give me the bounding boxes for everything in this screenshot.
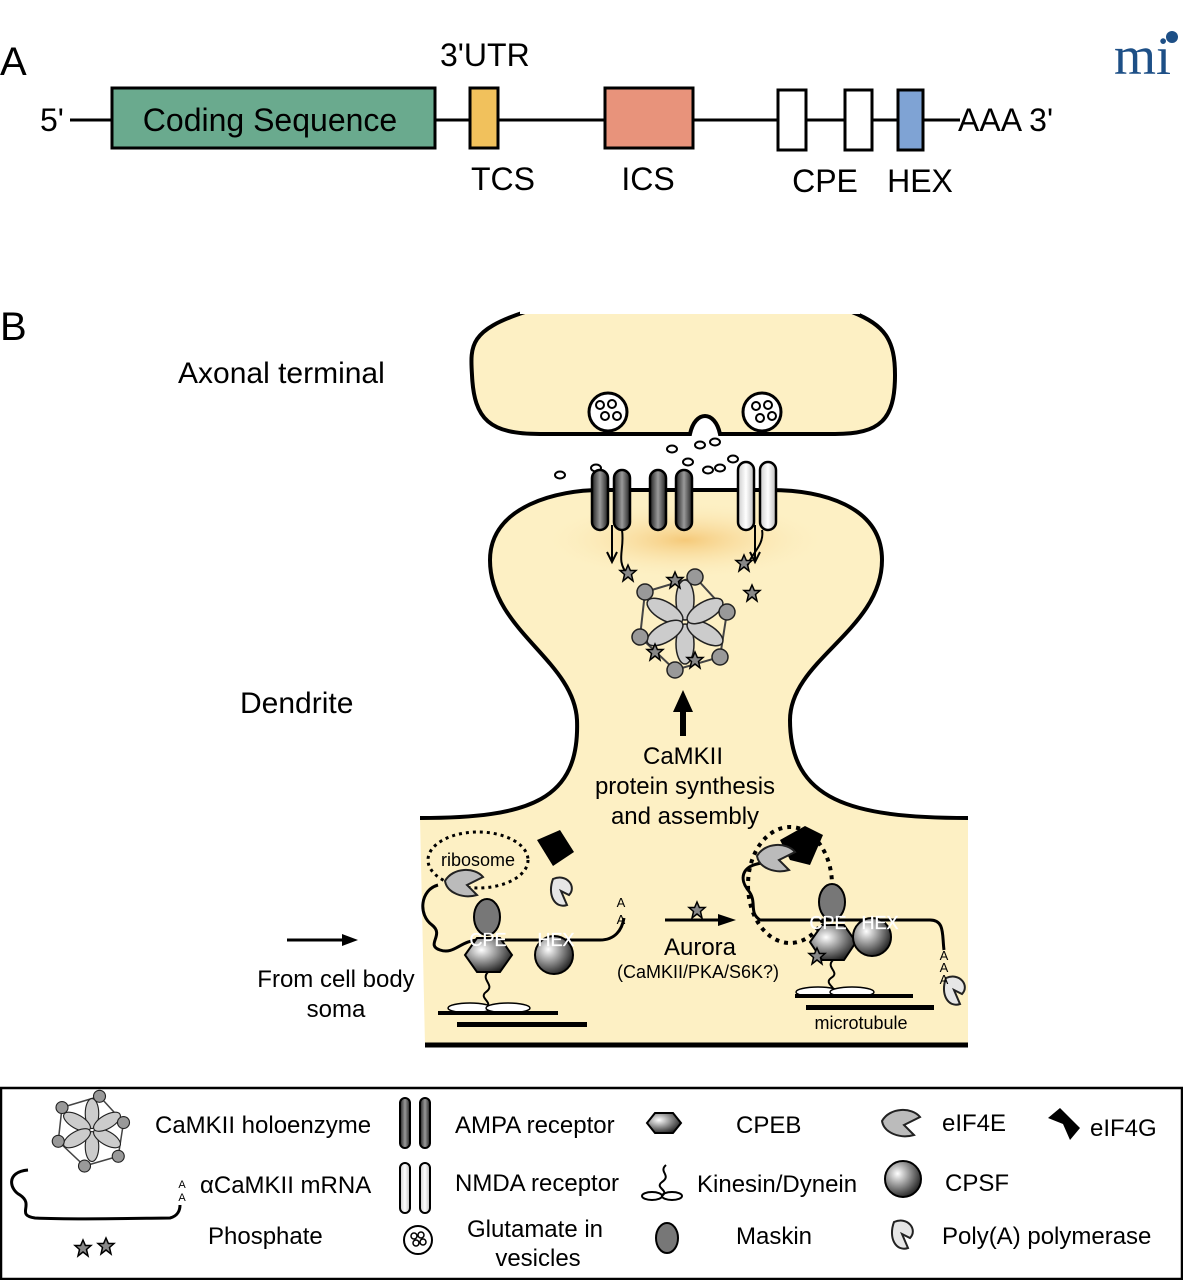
poly-a-letter: A	[617, 895, 626, 910]
dendrite-label: Dendrite	[240, 687, 353, 720]
svg-text:mi: mi	[1114, 26, 1171, 86]
cpeb-hexagon-icon	[645, 1112, 683, 1134]
tcs-label: TCS	[471, 161, 535, 197]
legend-label: CPSF	[945, 1170, 1009, 1197]
poly-a-letter: A	[178, 1179, 186, 1191]
coding-sequence-box	[110, 86, 437, 150]
soma-label: soma	[307, 996, 366, 1023]
legend-label: αCaMKII mRNA	[200, 1172, 371, 1199]
poly-a-letter: A	[940, 972, 949, 987]
legend-box	[0, 1086, 1183, 1280]
legend-label: CPEB	[736, 1112, 801, 1139]
legend-label: eIF4E	[942, 1110, 1006, 1137]
from-cell-body-arrow-icon	[287, 934, 358, 946]
hex-box	[896, 88, 925, 152]
microtubule-label: microtubule	[814, 1013, 907, 1033]
from-cell-body-label: From cell body	[257, 966, 414, 993]
cpsf-sphere-icon	[884, 1160, 922, 1198]
cpe-label: CPE	[792, 163, 858, 199]
poly-a-letter: A	[940, 948, 949, 963]
utr-label: 3'UTR	[440, 37, 530, 73]
aurora-kinases-label: (CaMKII/PKA/S6K?)	[617, 962, 779, 982]
synthesis-arrow-icon	[673, 690, 693, 736]
tcs-box	[468, 86, 500, 150]
legend-label: Maskin	[736, 1223, 812, 1250]
ampa-receptor	[590, 468, 632, 532]
legend-label: Kinesin/Dynein	[697, 1171, 857, 1198]
poly-a-letter: A	[940, 960, 949, 975]
poly-a-letter: A	[178, 1192, 186, 1204]
synthesis-label-line-3: and assembly	[611, 803, 759, 830]
glutamate-vesicle	[741, 391, 783, 433]
aurora-label: Aurora	[664, 934, 737, 961]
legend-label: Poly(A) polymerase	[942, 1223, 1151, 1250]
hex-label: HEX	[887, 163, 953, 199]
five-prime-label: 5'	[40, 102, 64, 138]
panel-b-label: B	[0, 305, 27, 349]
nmda-receptor	[736, 460, 778, 532]
ribosome-label: ribosome	[441, 850, 515, 870]
coding-sequence-label: Coding Sequence	[143, 102, 397, 138]
legend-label: AMPA receptor	[455, 1112, 615, 1139]
ics-label: ICS	[621, 161, 674, 197]
ribosome-outline	[426, 830, 530, 890]
legend-label: eIF4G	[1090, 1115, 1157, 1142]
poly-a-tail-label: AAA 3'	[958, 102, 1053, 138]
maskin-icon	[655, 1222, 679, 1254]
hex-element-label: HEX	[537, 930, 574, 950]
eif4g-icon	[1048, 1108, 1080, 1140]
axonal-terminal-label: Axonal terminal	[178, 357, 385, 390]
kinesin-dynein-icon	[641, 1164, 683, 1201]
poly-a-letter: A	[617, 912, 626, 927]
active-mrna-complex	[741, 825, 966, 1010]
panel-a-label: A	[0, 40, 27, 84]
legend-label: NMDA receptor	[455, 1170, 619, 1197]
released-glutamate	[554, 437, 739, 480]
synthesis-label-line-2: protein synthesis	[595, 773, 775, 800]
cpe-element-label: CPE	[809, 913, 846, 933]
nmda-receptor-icon	[399, 1162, 431, 1214]
hex-element-label: HEX	[861, 913, 898, 933]
mrna-icon	[10, 1168, 182, 1221]
ampa-receptor	[648, 468, 694, 532]
legend-label: Glutamate in	[467, 1216, 603, 1243]
glutamate-vesicle	[587, 391, 629, 433]
legend-label: Phosphate	[208, 1223, 323, 1250]
glutamate-vesicle-icon	[403, 1225, 433, 1255]
mi-logo: mi	[1114, 26, 1178, 86]
cpe-element-label: CPE	[469, 930, 506, 950]
repressed-mrna-complex	[421, 830, 626, 1027]
ampa-receptor-icon	[399, 1097, 431, 1149]
cpe-box-2	[843, 88, 874, 152]
ics-box	[603, 86, 695, 150]
axonal-terminal	[469, 310, 898, 436]
aurora-activation-arrow-icon	[665, 914, 736, 926]
legend-label-line-2: vesicles	[495, 1245, 580, 1272]
synthesis-label-line-1: CaMKII	[643, 743, 723, 770]
legend-label: CaMKII holoenzyme	[155, 1112, 371, 1139]
cpe-box-1	[776, 88, 808, 152]
